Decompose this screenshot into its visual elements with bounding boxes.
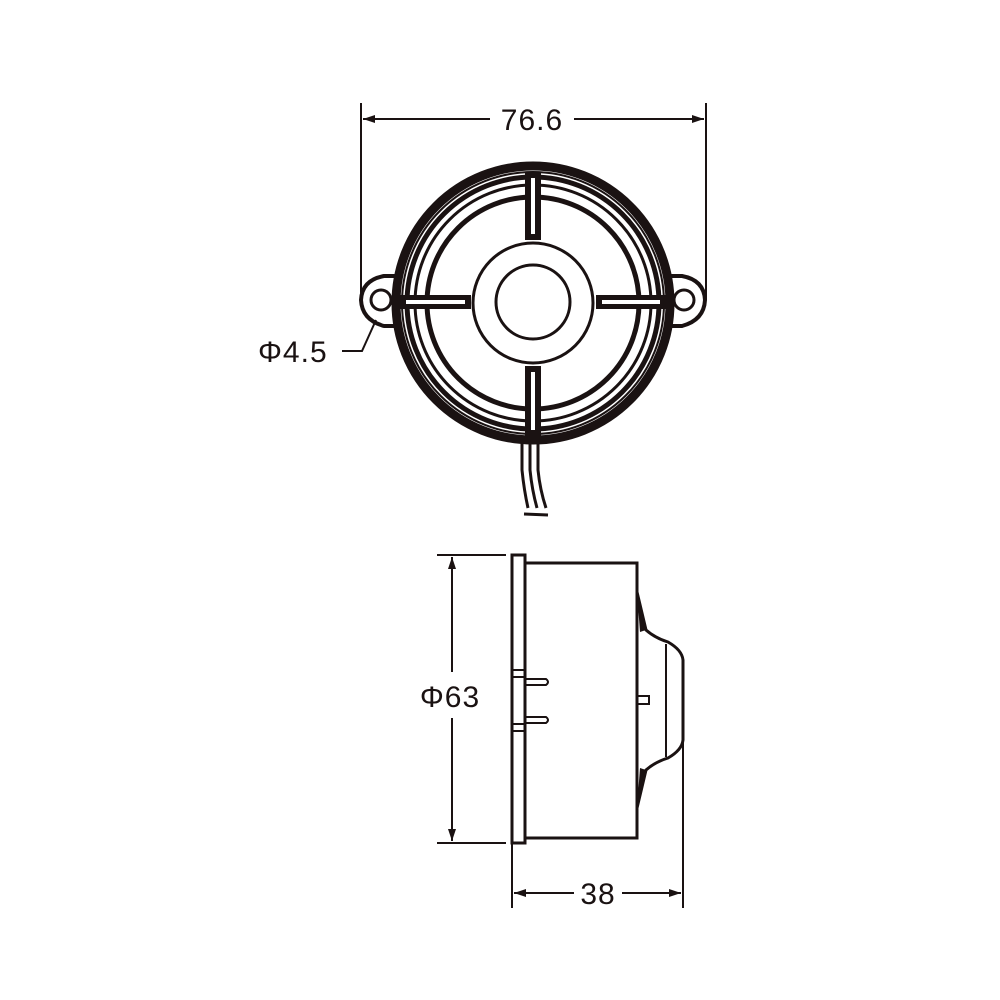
- depth-dimension-label: 38: [580, 878, 615, 911]
- grille-spokes: [400, 172, 666, 436]
- hole-dimension: Φ4.5: [258, 319, 377, 369]
- housing-body: [523, 561, 639, 840]
- front-view: 76.6: [258, 103, 708, 517]
- lead-wires: [520, 440, 549, 517]
- flange: [510, 553, 527, 845]
- diameter-dimension-label: Φ63: [420, 681, 480, 714]
- pin-top: [525, 678, 549, 686]
- center-stud: [636, 695, 650, 705]
- diameter-dimension: Φ63: [420, 554, 506, 844]
- width-dimension-label: 76.6: [501, 104, 563, 137]
- mount-hole-left: [369, 288, 393, 312]
- width-dimension: 76.6: [360, 103, 707, 300]
- side-view: Φ63 38: [420, 553, 685, 911]
- pin-bottom: [525, 716, 549, 724]
- hole-leader-line: [342, 319, 377, 352]
- center-horn: [471, 241, 595, 365]
- horn-profile: [635, 591, 685, 809]
- horn-inner-ring: [494, 263, 572, 341]
- terminal-pins: [525, 678, 549, 724]
- mounting-ear-left: [358, 274, 400, 328]
- hole-dimension-label: Φ4.5: [258, 336, 328, 369]
- horn-outer-ring: [471, 241, 595, 365]
- mount-hole-right: [672, 288, 696, 312]
- depth-dimension: 38: [511, 740, 684, 911]
